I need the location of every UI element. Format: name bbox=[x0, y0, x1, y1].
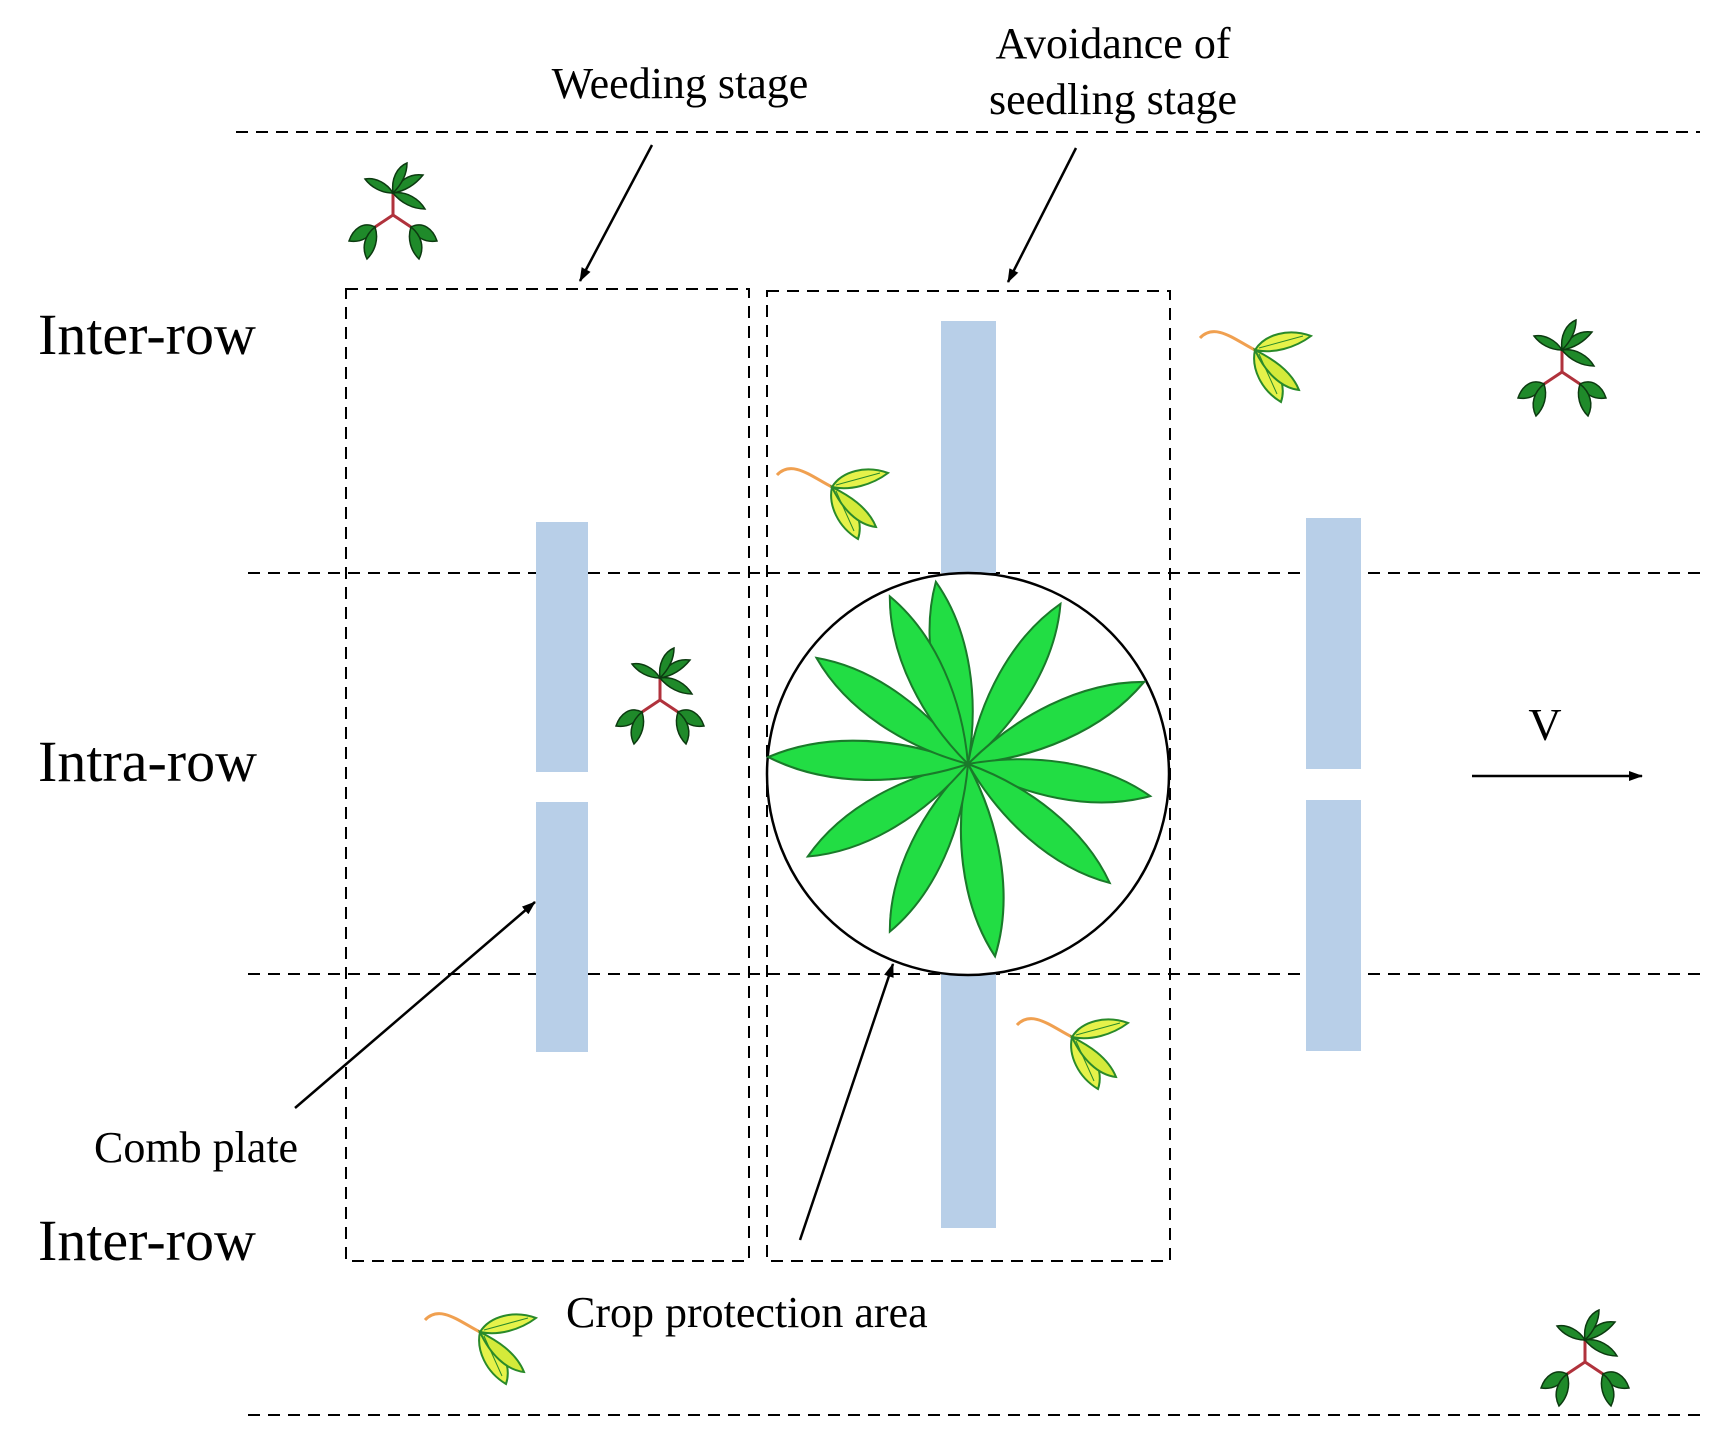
crop-protection-area-label: Crop protection area bbox=[566, 1288, 928, 1337]
comb-plate-pointer bbox=[294, 901, 536, 1109]
crop-protection-pointer bbox=[798, 963, 895, 1241]
avoidance-stage-pointer bbox=[1006, 147, 1078, 283]
weeding-stage-label: Weeding stage bbox=[552, 59, 809, 108]
yellow-seedling-weed-icon bbox=[423, 1312, 538, 1386]
avoidance-label-line2: seedling stage bbox=[989, 75, 1237, 124]
velocity-label: V bbox=[1528, 699, 1561, 750]
comb-plate-left-upper bbox=[536, 522, 588, 772]
yellow-seedling-weed-icon bbox=[1015, 1017, 1130, 1091]
yellow-seedling-weed-icon bbox=[775, 467, 890, 541]
comb-plate-left-lower bbox=[536, 802, 588, 1052]
comb-plate-center-upper bbox=[941, 321, 996, 573]
three-leaf-weed-icon bbox=[347, 161, 439, 261]
three-leaf-weed-icon bbox=[614, 646, 706, 746]
weeding-stage-pointer bbox=[578, 144, 654, 282]
three-leaf-weed-icon bbox=[1516, 318, 1608, 418]
intra-row-label: Intra-row bbox=[38, 729, 257, 794]
weeding-stage-box bbox=[345, 288, 750, 1262]
yellow-seedling-weed-icon bbox=[1198, 330, 1313, 404]
comb-plate-right-lower bbox=[1306, 800, 1361, 1051]
comb-plate-right-upper bbox=[1306, 518, 1361, 769]
inter-row-bottom-label: Inter-row bbox=[38, 1208, 256, 1273]
avoidance-label-line1: Avoidance of bbox=[996, 19, 1231, 68]
comb-plate-label: Comb plate bbox=[94, 1123, 298, 1172]
inter-row-top-label: Inter-row bbox=[38, 302, 256, 367]
three-leaf-weed-icon bbox=[1539, 1308, 1631, 1408]
comb-plate-center-lower bbox=[941, 974, 996, 1228]
